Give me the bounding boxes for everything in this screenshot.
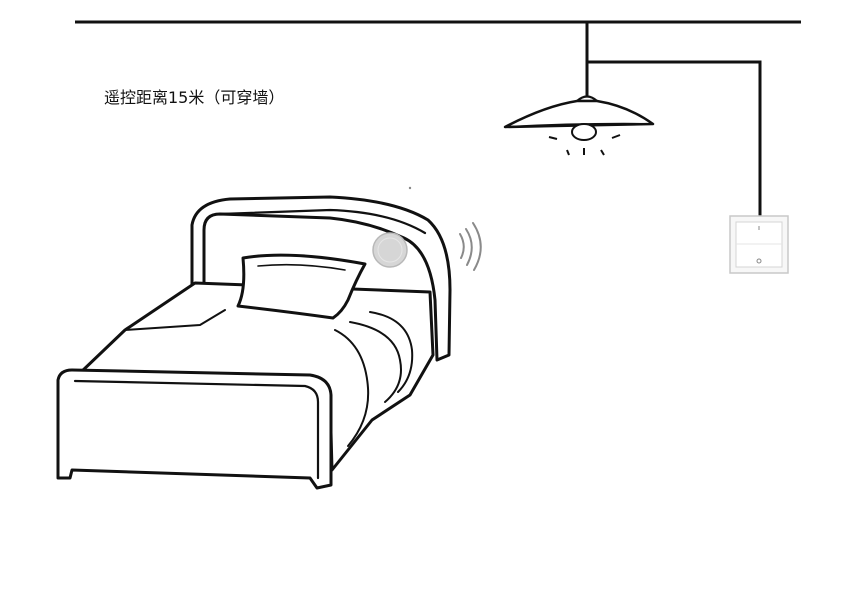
pendant-lamp-icon <box>503 95 655 156</box>
switch-off-mark <box>756 258 762 264</box>
bed-pillow <box>236 253 367 320</box>
duvet-crease <box>369 311 414 393</box>
signal-wave <box>465 228 473 266</box>
light-ray <box>566 149 570 156</box>
pillow-seam <box>257 263 346 271</box>
lamp-shade <box>503 99 655 129</box>
signal-waves-icon <box>459 222 482 271</box>
remote-button-ring <box>377 237 403 263</box>
speck <box>408 186 412 190</box>
signal-wave <box>459 233 465 259</box>
light-ray <box>600 149 605 156</box>
duvet-crease <box>349 321 402 403</box>
switch-wire <box>587 60 762 216</box>
duvet-fold-line <box>124 309 226 331</box>
bed-footboard <box>56 368 333 490</box>
light-ray <box>548 136 558 140</box>
ceiling-wiring <box>75 20 801 216</box>
light-ray <box>611 134 621 139</box>
wall-switch-icon <box>729 215 789 274</box>
signal-wave <box>472 222 482 271</box>
light-bulb <box>571 123 597 141</box>
remote-range-caption: 遥控距离15米（可穿墙） <box>104 88 285 107</box>
headboard-top-edge <box>218 208 427 235</box>
duvet-crease <box>334 329 370 447</box>
round-remote-icon <box>372 232 408 268</box>
bed-illustration <box>56 195 452 490</box>
bed-headboard <box>190 195 452 362</box>
light-rays <box>548 134 621 156</box>
footboard-panel <box>73 379 320 480</box>
